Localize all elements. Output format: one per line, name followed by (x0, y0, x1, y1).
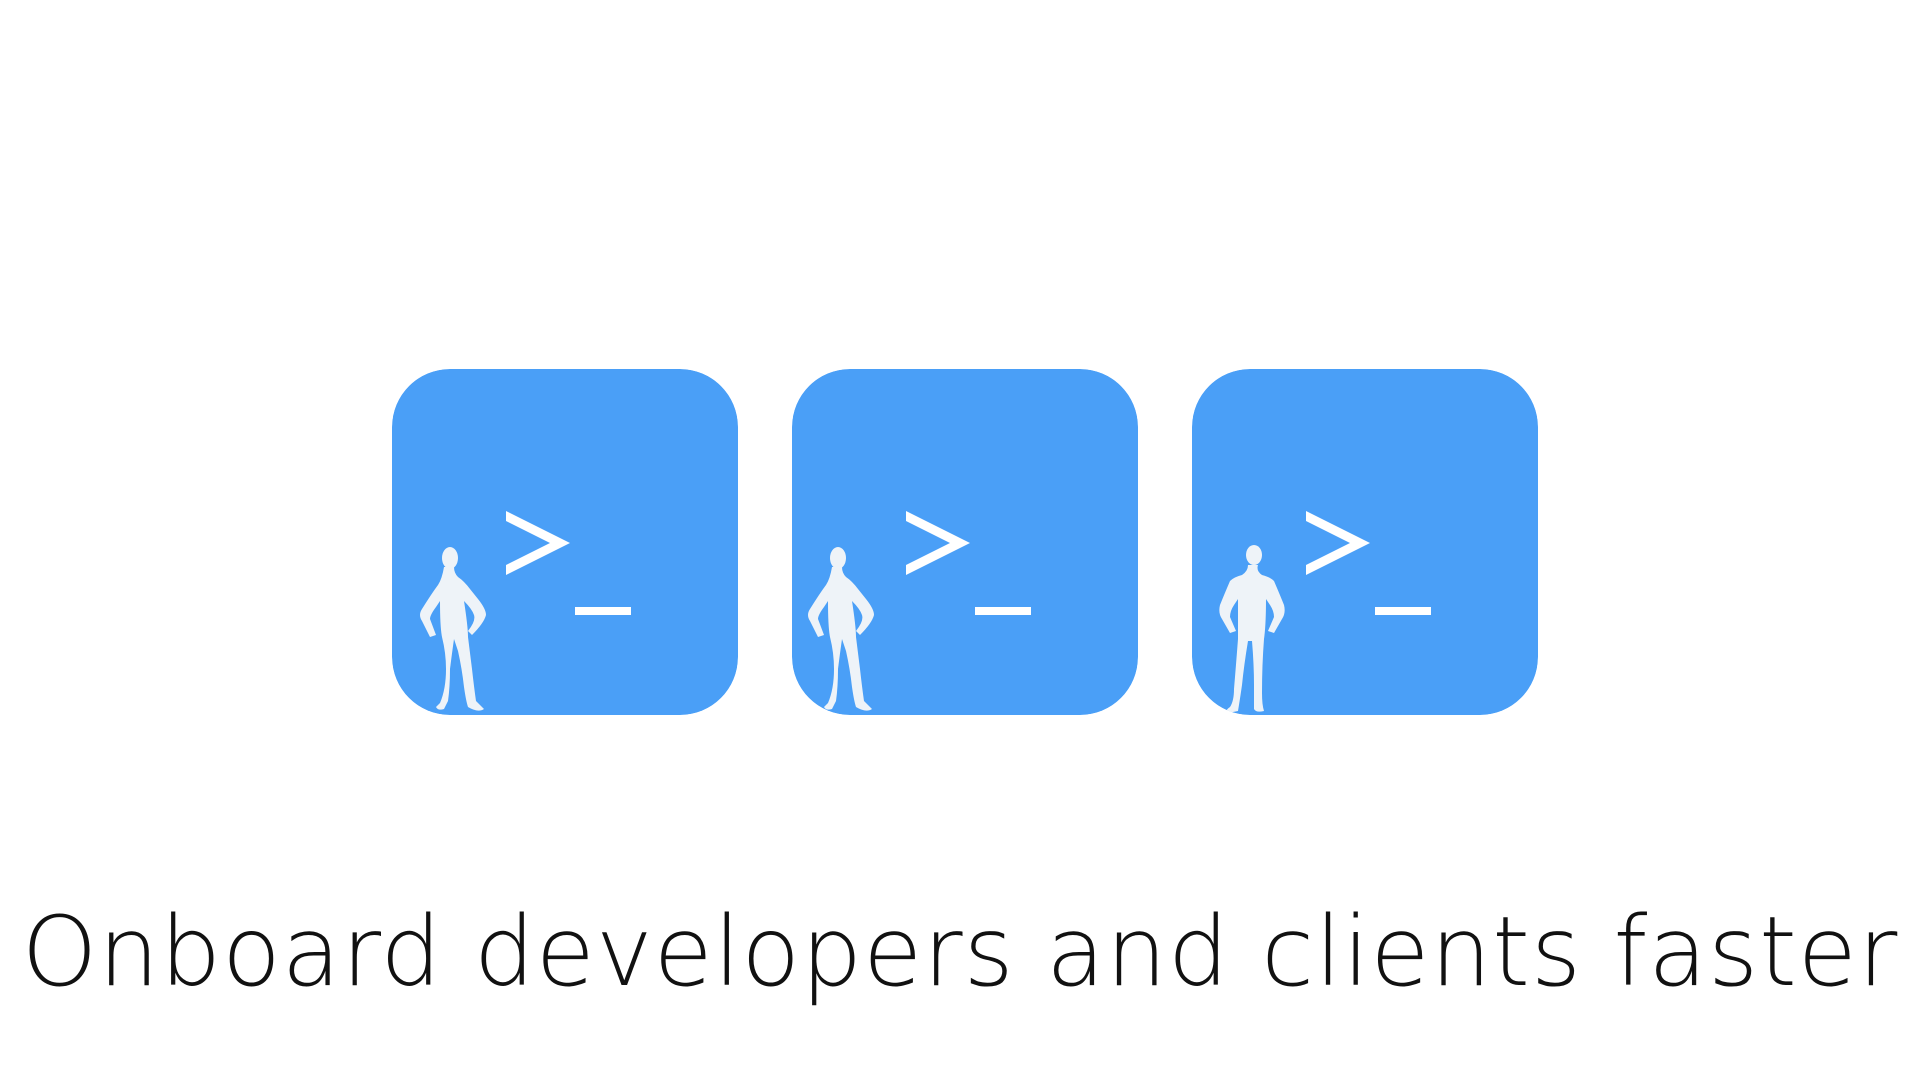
terminal-prompt-icon (906, 511, 1031, 615)
woman-silhouette-icon (808, 547, 874, 711)
terminal-prompt-icon (506, 511, 631, 615)
terminal-tile-1 (392, 369, 738, 715)
woman-silhouette-icon (420, 547, 486, 711)
terminal-prompt-icon (1306, 511, 1431, 615)
man-silhouette-icon (1219, 545, 1285, 713)
terminal-tile-graphic (392, 369, 738, 715)
terminal-tile-3 (1192, 369, 1538, 715)
terminal-tile-2 (792, 369, 1138, 715)
page-caption: Onboard developers and clients faster (21, 896, 1899, 1008)
terminal-tile-graphic (792, 369, 1138, 715)
terminal-tile-graphic (1192, 369, 1538, 715)
